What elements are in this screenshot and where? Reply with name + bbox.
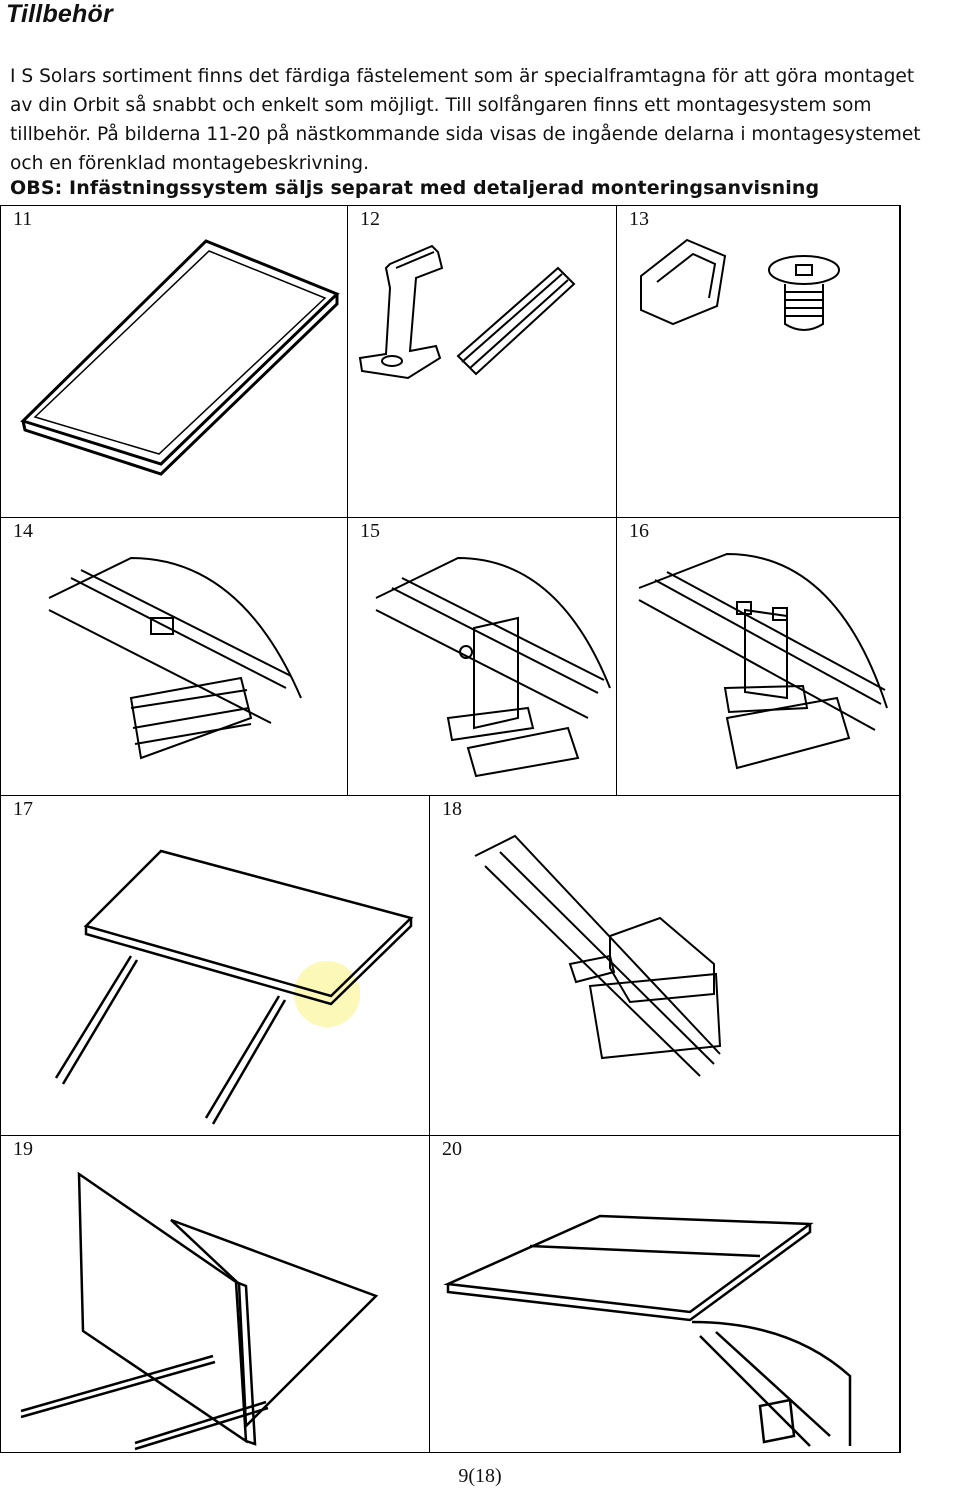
figure-number: 20	[442, 1138, 462, 1160]
figure-13: 13	[616, 205, 901, 517]
page-number: 9(18)	[458, 1465, 502, 1487]
figure-15: 15	[347, 517, 616, 795]
intro-paragraph: I S Solars sortiment finns det färdiga f…	[10, 62, 958, 178]
figure-20: 20	[429, 1135, 901, 1453]
panel-edge-clamp-illustration	[474, 834, 722, 1077]
figure-18: 18	[429, 795, 901, 1135]
figure-14: 14	[0, 517, 347, 795]
intro-line: tillbehör. På bilderna 11-20 på nästkomm…	[10, 124, 921, 145]
notice-text: OBS: Infästningssystem säljs separat med…	[10, 177, 820, 199]
figure-number: 14	[13, 520, 33, 542]
figure-17: 17	[0, 795, 429, 1135]
rail-detail-illustration	[48, 556, 302, 760]
page-heading: Tillbehör	[6, 0, 113, 28]
intro-line: I S Solars sortiment finns det färdiga f…	[10, 66, 915, 87]
figure-11: 11	[0, 205, 347, 517]
intro-line: och en förenklad montagebeskrivning.	[10, 153, 370, 174]
clamp-and-screw-illustration	[640, 238, 840, 331]
two-panel-array-illustration	[443, 1214, 852, 1447]
figure-number: 12	[360, 208, 380, 230]
figure-number: 15	[360, 520, 380, 542]
bracket-mount-illustration	[375, 556, 611, 778]
tilted-panel-illustration	[20, 1171, 379, 1451]
figure-number: 16	[629, 520, 649, 542]
figure-19: 19	[0, 1135, 429, 1453]
panel-on-rails-illustration	[54, 849, 414, 1125]
solar-panel-illustration	[20, 239, 340, 476]
figure-number: 17	[13, 798, 33, 820]
figure-number: 13	[629, 208, 649, 230]
figure-12: 12	[347, 205, 616, 517]
intro-line: av din Orbit så snabbt och enkelt som mö…	[10, 95, 872, 116]
figure-16: 16	[616, 517, 901, 795]
figure-number: 18	[442, 798, 462, 820]
assembled-mount-illustration	[638, 552, 888, 770]
table-right-border	[899, 205, 901, 1453]
figure-number: 11	[13, 208, 33, 230]
figure-number: 19	[13, 1138, 33, 1160]
mounting-bracket-and-rail-illustration	[358, 244, 576, 380]
